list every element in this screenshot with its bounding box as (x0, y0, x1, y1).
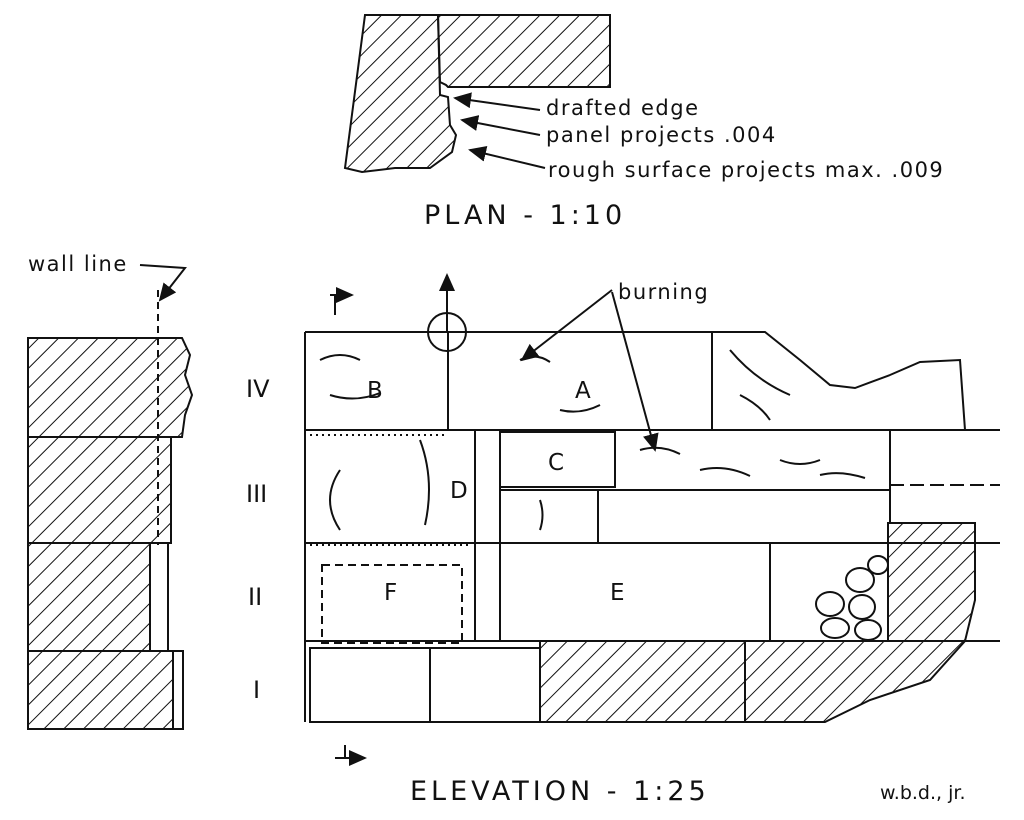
callout-panel-projects: panel projects .004 (546, 123, 777, 147)
stone-label-a: A (575, 378, 591, 404)
callout-rough-surface: rough surface projects max. .009 (548, 158, 945, 182)
plan-title: PLAN - 1:10 (424, 200, 627, 231)
course-label-iv: IV (246, 375, 270, 403)
stone-label-c: C (548, 450, 565, 476)
wall-line-label: wall line (28, 252, 128, 276)
stone-label-f: F (384, 580, 398, 606)
elevation-view (304, 273, 1000, 758)
course-label-iii: III (246, 480, 268, 508)
course-label-ii: II (248, 583, 263, 611)
rubble-fill (815, 555, 889, 641)
course-label-i: I (253, 676, 261, 704)
stone-label-e: E (610, 580, 625, 606)
section-view (27, 264, 194, 730)
burning-label: burning (618, 280, 710, 304)
plan-detail (343, 14, 611, 174)
stone-label-d: D (450, 478, 468, 504)
elevation-title: ELEVATION - 1:25 (410, 776, 710, 807)
stone-label-b: B (367, 378, 383, 404)
callout-drafted-edge: drafted edge (546, 96, 700, 120)
signature: w.b.d., jr. (880, 782, 966, 804)
